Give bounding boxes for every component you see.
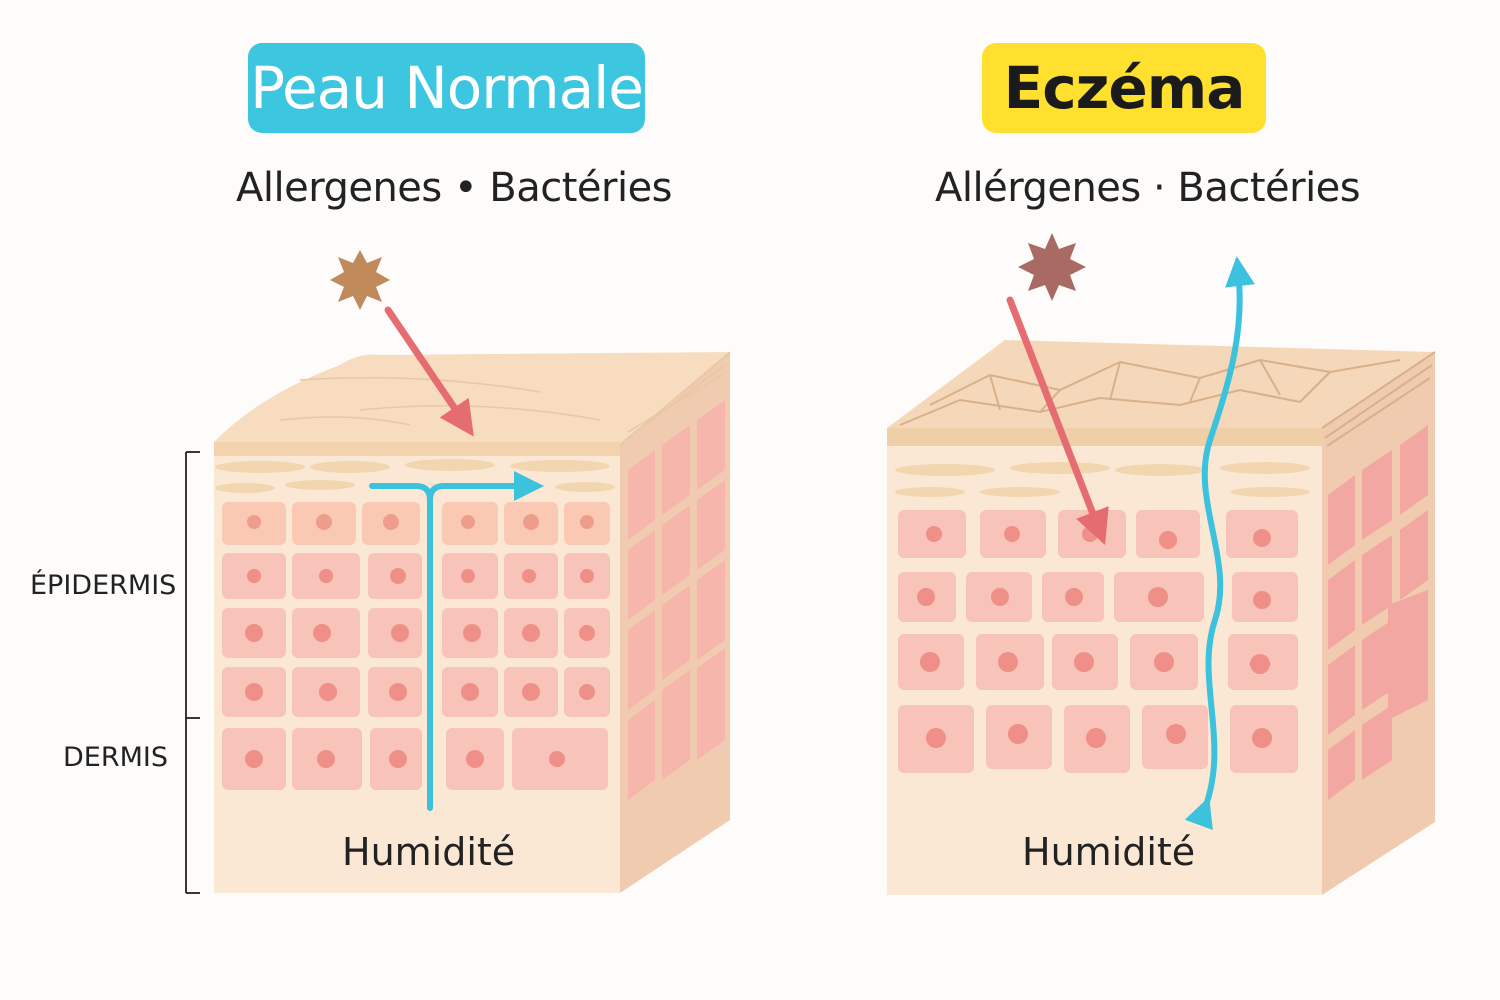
normal-side-cells [628, 400, 725, 800]
normal-front-cells [222, 502, 610, 790]
dermis-label: DERMIS [63, 742, 169, 773]
eczema-title: Eczéma [1003, 54, 1246, 122]
eczema-skin-cube [887, 340, 1436, 895]
epidermis-label: ÉPIDERMIS [30, 570, 177, 601]
allergen-starburst-icon [1018, 233, 1086, 301]
eczema-stratum-flakes [895, 462, 1310, 497]
eczema-moisture-label: Humidité [1022, 830, 1196, 874]
normal-stratum-band [214, 442, 620, 456]
eczema-side-cells [1328, 425, 1428, 800]
normal-moisture-label: Humidité [342, 830, 516, 874]
normal-top-texture [279, 351, 731, 446]
eczema-front-cells [898, 510, 1298, 773]
normal-skin-title: Peau Normale [250, 54, 644, 122]
eczema-allergen-label: Allérgenes · Bactéries [935, 165, 1361, 211]
layer-bracket [185, 451, 200, 894]
eczema-top-face [887, 340, 1435, 428]
eczema-title-badge: Eczéma [982, 43, 1266, 133]
eczema-stratum-band [887, 428, 1322, 446]
normal-allergen-label: Allergenes • Bactéries [236, 165, 673, 211]
allergen-arrow-blocked [384, 306, 474, 437]
normal-stratum-flakes [215, 459, 615, 493]
allergen-arrow-penetrating [1006, 296, 1109, 546]
moisture-arrow-escaping [1184, 256, 1255, 831]
allergen-starburst-icon [330, 250, 390, 310]
moisture-arrow-retained [369, 471, 544, 811]
normal-skin-cube [214, 351, 731, 893]
normal-skin-title-badge: Peau Normale [248, 43, 645, 133]
